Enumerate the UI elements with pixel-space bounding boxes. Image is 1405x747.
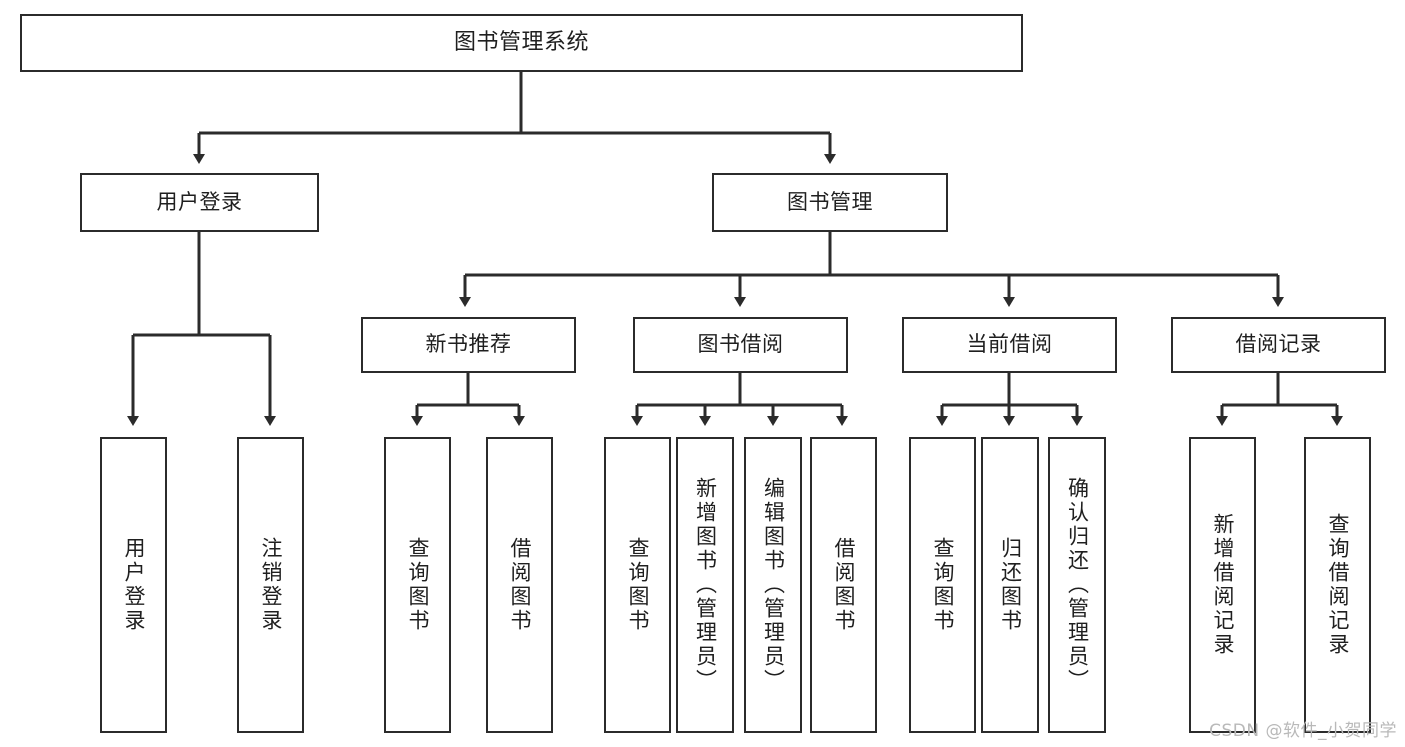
node-leaf-query-book-1[interactable]: 查询图书 (384, 437, 451, 733)
csdn-watermark: CSDN @软件_小贺同学 (1209, 721, 1397, 741)
node-leaf-return-book[interactable]: 归还图书 (981, 437, 1039, 733)
node-leaf-borrow-book-2[interactable]: 借阅图书 (810, 437, 877, 733)
node-leaf-query-book-2-label: 查询图书 (626, 537, 650, 633)
node-leaf-add-book[interactable]: 新增图书（管理员） (676, 437, 734, 733)
node-leaf-query-book-3[interactable]: 查询图书 (909, 437, 976, 733)
node-leaf-borrow-book-2-label: 借阅图书 (832, 537, 856, 633)
node-leaf-query-record-label: 查询借阅记录 (1326, 513, 1350, 657)
node-leaf-confirm-return[interactable]: 确认归还（管理员） (1048, 437, 1106, 733)
node-leaf-query-record[interactable]: 查询借阅记录 (1304, 437, 1371, 733)
node-book-borrow-label: 图书借阅 (697, 332, 784, 357)
node-user-login[interactable]: 用户登录 (80, 173, 319, 232)
node-leaf-logout[interactable]: 注销登录 (237, 437, 304, 733)
node-leaf-borrow-book-1-label: 借阅图书 (508, 537, 532, 633)
node-borrow-record[interactable]: 借阅记录 (1171, 317, 1386, 373)
node-new-book-rec-label: 新书推荐 (425, 332, 512, 357)
node-new-book-rec[interactable]: 新书推荐 (361, 317, 576, 373)
node-root-label: 图书管理系统 (453, 29, 589, 55)
node-leaf-edit-book[interactable]: 编辑图书（管理员） (744, 437, 802, 733)
node-borrow-record-label: 借阅记录 (1235, 332, 1322, 357)
node-leaf-add-record-label: 新增借阅记录 (1211, 513, 1235, 657)
node-book-manage-label: 图书管理 (787, 189, 873, 214)
node-leaf-add-record[interactable]: 新增借阅记录 (1189, 437, 1256, 733)
node-leaf-borrow-book-1[interactable]: 借阅图书 (486, 437, 553, 733)
node-leaf-user-login-label: 用户登录 (122, 537, 146, 633)
node-leaf-confirm-return-label: 确认归还（管理员） (1065, 477, 1090, 693)
node-leaf-logout-label: 注销登录 (259, 537, 283, 633)
node-root[interactable]: 图书管理系统 (20, 14, 1023, 72)
node-leaf-query-book-3-label: 查询图书 (931, 537, 955, 633)
node-leaf-edit-book-label: 编辑图书（管理员） (761, 477, 786, 693)
node-book-borrow[interactable]: 图书借阅 (633, 317, 848, 373)
node-user-login-label: 用户登录 (156, 189, 243, 214)
node-leaf-add-book-label: 新增图书（管理员） (693, 477, 718, 693)
node-leaf-user-login[interactable]: 用户登录 (100, 437, 167, 733)
node-leaf-query-book-1-label: 查询图书 (406, 537, 430, 633)
node-current-borrow[interactable]: 当前借阅 (902, 317, 1117, 373)
node-current-borrow-label: 当前借阅 (966, 332, 1053, 357)
node-book-manage[interactable]: 图书管理 (712, 173, 948, 232)
node-leaf-query-book-2[interactable]: 查询图书 (604, 437, 671, 733)
node-leaf-return-book-label: 归还图书 (998, 537, 1023, 633)
